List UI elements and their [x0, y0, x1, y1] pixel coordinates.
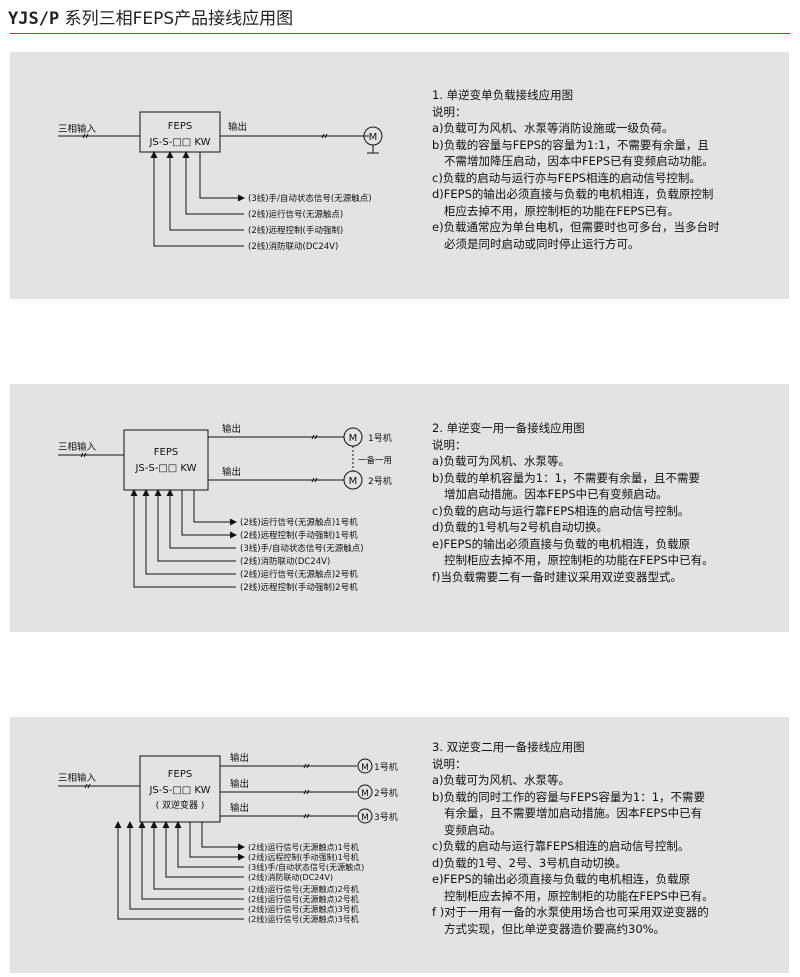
note-line: c)负载的启动与运行靠FEPS相连的启动信号控制。: [432, 839, 690, 853]
signal-label: (2线)运行信号(无源触点)1号机: [248, 842, 359, 852]
interlock-label: 一备一用: [358, 455, 392, 466]
motor-2-label: 2号机: [368, 475, 392, 487]
motor-icon: M: [369, 132, 378, 143]
signal-label: (2线)运行信号(无源触点)1号机: [240, 517, 358, 528]
signal-label: (2线)运行信号(无源触点)2号机: [248, 894, 359, 904]
signal-label: (2线)远程控制(手动强制)1号机: [248, 852, 359, 862]
signal-label: (3线)手/自动状态信号(无源触点): [248, 862, 364, 872]
note-line: d)负载的1号机与2号机自动切换。: [432, 520, 608, 534]
signal-label: (2线)运行信号(无源触点): [248, 209, 343, 220]
note-line: 有余量，且不需要增加启动措施。因本FEPS中已有: [444, 806, 703, 820]
page-title-text: 系列三相FEPS产品接线应用图: [64, 9, 294, 29]
signal-label: (2线)远程控制(手动强制)2号机: [240, 582, 358, 593]
notes-2: 2. 单逆变一用一备接线应用图 说明： a)负载可为风机、水泵等。 b)负载的单…: [432, 420, 714, 585]
signal-label: (2线)运行信号(无源触点)3号机: [248, 914, 359, 924]
note-line: 说明：: [432, 437, 467, 452]
note-line: e)FEPS的输出必须直接与负载的电机相连，负载原: [432, 872, 691, 886]
note-line: a)负载可为风机、水泵等。: [432, 773, 571, 787]
output-label: 输出: [228, 121, 247, 133]
note-line: b)负载的同时工作的容量与FEPS容量为1：1，不需要: [432, 789, 706, 804]
motor-2-label: 2号机: [374, 787, 398, 799]
output-label: 输出: [222, 466, 241, 478]
note-line: 说明：: [432, 104, 467, 119]
motor-1-label: 1号机: [374, 761, 398, 773]
diagram-3: 三相输入 FEPS JS-S-□□ KW ( 双逆变器 ) 输出 输出 输出 M…: [58, 752, 398, 924]
diagram-1: 三相输入 FEPS JS-S-□□ KW 输出 M (3线)手/自动状态信号(无…: [58, 111, 383, 252]
signal-label: (2线)消防联动(DC24V): [248, 241, 338, 252]
motor-1-label: 1号机: [368, 432, 392, 444]
signal-label: (2线)运行信号(无源触点)3号机: [248, 904, 359, 914]
note-line: 增加启动措施。因本FEPS中已有变频启动。: [444, 487, 668, 501]
notes-1: 1. 单逆变单负载接线应用图 说明： a)负载可为风机、水泵等消防设施或一级负荷…: [432, 87, 720, 252]
panel-dual-inverter-two-standby: 三相输入 FEPS JS-S-□□ KW ( 双逆变器 ) 输出 输出 输出 M…: [10, 717, 789, 973]
note-line: c)负载的启动与运行靠FEPS相连的启动信号控制。: [432, 503, 690, 518]
note-line: e)负载通常应为单台电机，但需要时也可多台，当多台时: [432, 220, 720, 234]
model-label: JS-S-□□ KW: [148, 785, 210, 796]
signal-label: (2线)远程控制(手动强制): [248, 225, 343, 236]
feps-label: FEPS: [168, 769, 192, 780]
panel-single-inverter-one-standby: 三相输入 FEPS JS-S-□□ KW 输出 输出 M M 1号机 2号机 一…: [10, 384, 789, 632]
page-title-prefix: YJS/P: [8, 9, 60, 29]
note-line: d)负载的1号、2号、3号机自动切换。: [432, 855, 627, 870]
page-title: YJS/P 系列三相FEPS产品接线应用图: [8, 4, 293, 29]
note-heading: 3. 双逆变二用一备接线应用图: [432, 740, 585, 754]
inverter-label: ( 双逆变器 ): [156, 799, 205, 811]
motor-icon: M: [361, 789, 369, 799]
note-line: 必须是同时启动或同时停止运行方可。: [444, 236, 640, 251]
note-line: 不需增加降压启动，因本中FEPS已有变频启动功能。: [444, 154, 714, 168]
model-label: JS-S-□□ KW: [148, 137, 210, 148]
note-line: f)当负载需要二有一备时建议采用双逆变器型式。: [432, 569, 683, 584]
signal-label: (2线)消防联动(DC24V): [248, 872, 333, 882]
output-label: 输出: [230, 752, 249, 764]
signal-label: (2线)远程控制(手动强制)1号机: [240, 530, 358, 541]
note-line: 说明：: [432, 756, 467, 771]
motor-icon: M: [349, 476, 358, 487]
output-label: 输出: [230, 778, 249, 790]
signal-label: (3线)手/自动状态信号(无源触点): [248, 193, 372, 204]
panel-single-inverter-single-load: 三相输入 FEPS JS-S-□□ KW 输出 M (3线)手/自动状态信号(无…: [10, 52, 789, 299]
model-label: JS-S-□□ KW: [134, 463, 196, 474]
note-line: f )对于一用有一备的水泵使用场合也可采用双逆变器的: [432, 905, 709, 919]
note-heading: 1. 单逆变单负载接线应用图: [432, 88, 574, 102]
signal-label: (2线)运行信号(无源触点)2号机: [248, 884, 359, 894]
note-line: b)负载的容量与FEPS的容量为1:1，不需要有余量，且: [432, 137, 709, 152]
signal-label: (3线)手/自动状态信号(无源触点): [240, 543, 364, 554]
signal-label: (2线)消防联动(DC24V): [240, 556, 330, 567]
input-label: 三相输入: [58, 772, 97, 784]
input-label: 三相输入: [58, 123, 97, 135]
motor-icon: M: [361, 813, 369, 823]
motor-icon: M: [349, 433, 358, 444]
title-rule: [10, 33, 790, 34]
note-line: e)FEPS的输出必须直接与负载的电机相连，负载原: [432, 536, 691, 551]
note-line: 变频启动。: [444, 822, 502, 837]
output-label: 输出: [222, 423, 241, 435]
note-line: a)负载可为风机、水泵等消防设施或一级负荷。: [432, 121, 674, 135]
motor-3-label: 3号机: [374, 811, 398, 823]
note-line: d)FEPS的输出必须直接与负载的电机相连，负载原控制: [432, 187, 714, 201]
output-label: 输出: [230, 802, 249, 814]
input-label: 三相输入: [58, 441, 97, 453]
note-line: 柜应去掉不用，原控制柜的功能在FEPS已有。: [444, 203, 680, 218]
note-line: b)负载的单机容量为1：1，不需要有余量，且不需要: [432, 470, 700, 485]
note-line: 控制柜应去掉不用，原控制柜的功能在FEPS中已有。: [444, 553, 714, 567]
note-heading: 2. 单逆变一用一备接线应用图: [432, 421, 585, 435]
motor-icon: M: [361, 763, 369, 773]
feps-label: FEPS: [168, 121, 192, 132]
signal-label: (2线)运行信号(无源触点)2号机: [240, 569, 358, 580]
note-line: c)负载的启动与运行亦与FEPS相连的启动信号控制。: [432, 170, 701, 185]
diagram-2: 三相输入 FEPS JS-S-□□ KW 输出 输出 M M 1号机 2号机 一…: [58, 423, 392, 593]
note-line: 控制柜应去掉不用，原控制柜的功能在FEPS中已有。: [444, 888, 714, 903]
note-line: 方式实现，但比单逆变器造价要高约30%。: [444, 921, 666, 936]
note-line: a)负载可为风机、水泵等。: [432, 454, 571, 468]
notes-3: 3. 双逆变二用一备接线应用图 说明： a)负载可为风机、水泵等。 b)负载的同…: [432, 739, 714, 937]
feps-label: FEPS: [154, 447, 178, 458]
